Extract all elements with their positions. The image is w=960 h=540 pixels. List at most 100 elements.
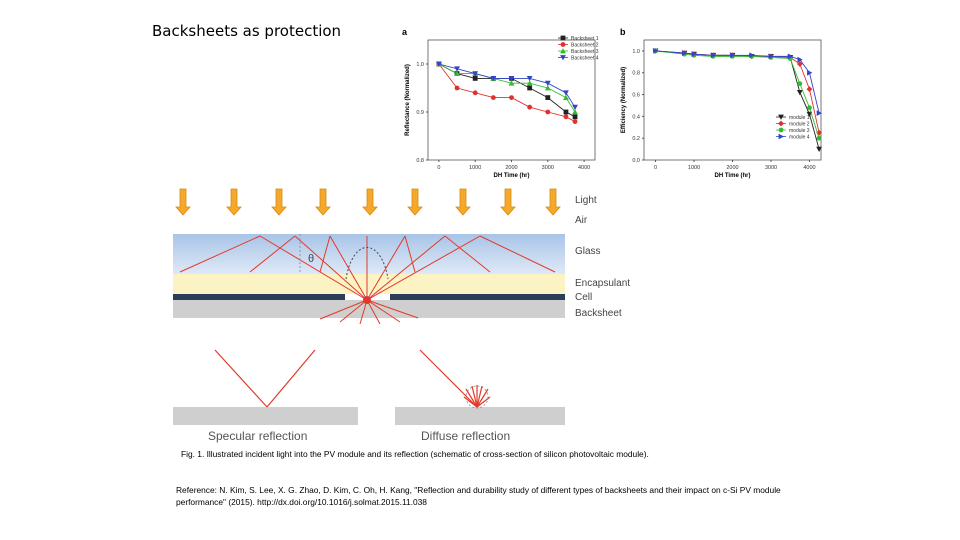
specular-rays	[214, 349, 316, 408]
data-point	[563, 94, 569, 100]
data-point	[527, 85, 533, 91]
legend-label: module 1	[789, 115, 810, 121]
arrow-icon	[545, 188, 561, 216]
legend-label: module 2	[789, 122, 810, 128]
x-tick-label: 1000	[688, 165, 700, 171]
data-point	[472, 76, 478, 81]
figure-caption: Fig. 1. Illustrated incident light into …	[181, 449, 649, 459]
legend-label: Backsheet 1	[571, 36, 599, 42]
legend-marker	[778, 133, 784, 140]
label-cell: Cell	[575, 292, 593, 303]
y-tick-label: 0.0	[632, 158, 640, 164]
data-point	[509, 95, 514, 100]
arrow-icon	[362, 188, 378, 216]
data-point	[787, 53, 794, 60]
data-point	[816, 110, 822, 116]
data-point	[508, 80, 515, 86]
data-point	[490, 76, 497, 82]
x-axis-label: DH Time (hr)	[715, 173, 751, 179]
encapsulant-layer	[173, 274, 565, 294]
data-point	[572, 114, 578, 120]
data-point	[797, 56, 803, 63]
data-point	[508, 76, 515, 82]
slide-title: Backsheets as protection	[152, 22, 342, 40]
legend-marker	[560, 42, 566, 47]
data-point	[472, 71, 479, 77]
data-point	[682, 50, 688, 56]
label-backsheet: Backsheet	[575, 308, 622, 319]
data-point	[653, 48, 659, 54]
x-tick-label: 3000	[765, 165, 777, 171]
panel-b-letter: b	[620, 27, 626, 37]
x-tick-label: 1000	[469, 165, 481, 171]
y-tick-label: 1.0	[632, 49, 640, 55]
hemisphere-outline	[345, 246, 389, 280]
y-axis-label: Efficiency (Normalized)	[621, 67, 627, 133]
x-tick-label: 4000	[578, 165, 590, 171]
data-point	[526, 80, 533, 86]
label-light: Light	[575, 195, 597, 206]
data-point	[472, 90, 478, 96]
label-encapsulant: Encapsulant	[575, 278, 631, 289]
reflection-rays	[179, 235, 556, 324]
diffuse-surface	[395, 407, 565, 425]
data-point	[807, 105, 812, 111]
data-point	[710, 52, 717, 59]
data-point	[796, 61, 803, 67]
data-point	[816, 129, 822, 136]
data-point	[572, 119, 578, 124]
data-point	[544, 85, 551, 91]
x-tick-label: 2000	[726, 165, 738, 171]
data-point	[691, 51, 697, 58]
data-point	[572, 109, 578, 115]
cell-layer-right	[390, 294, 565, 300]
data-point	[563, 114, 569, 120]
legend-label: module 3	[789, 128, 810, 134]
specular-surface	[173, 407, 358, 425]
x-tick-label: 4000	[803, 165, 815, 171]
legend-marker	[778, 120, 784, 127]
data-point	[563, 109, 569, 115]
backsheet-layer	[173, 300, 565, 318]
data-point	[454, 66, 460, 72]
pv-module-cross-section-diagram: θ	[173, 188, 565, 324]
legend-label: module 4	[789, 135, 810, 141]
x-tick-label: 0	[437, 165, 440, 171]
data-point	[572, 104, 578, 111]
data-point	[816, 146, 822, 152]
reflection-types-diagram	[173, 349, 565, 425]
legend-marker	[560, 55, 566, 61]
legend-marker	[560, 35, 566, 41]
y-tick-label: 0.9	[416, 110, 424, 116]
data-point	[544, 80, 551, 87]
data-point	[545, 95, 551, 100]
y-tick-label: 0.8	[632, 71, 640, 77]
data-point	[797, 81, 803, 87]
y-tick-label: 1.0	[416, 62, 424, 68]
y-tick-label: 0.6	[632, 93, 640, 99]
legend-marker	[778, 127, 784, 133]
data-point	[749, 52, 755, 59]
legend-label: Backsheet 3	[571, 49, 599, 55]
arrow-icon	[175, 188, 191, 216]
y-tick-label: 0.8	[416, 158, 424, 164]
cell-layer-left	[173, 294, 345, 300]
data-point	[454, 85, 460, 91]
y-tick-label: 0.4	[632, 114, 640, 120]
data-point	[545, 109, 551, 115]
legend-marker	[560, 48, 566, 54]
data-point	[454, 70, 460, 76]
legend-marker	[778, 114, 784, 120]
arrow-icon	[500, 188, 516, 216]
y-axis-label: Reflectance (Normalized)	[405, 64, 411, 136]
diffuse-reflection-label: Diffuse reflection	[421, 429, 511, 443]
x-tick-label: 0	[654, 165, 657, 171]
arrow-icon	[271, 188, 287, 216]
diffuse-rays	[419, 349, 491, 409]
x-axis-label: DH Time (hr)	[494, 173, 530, 179]
data-point	[816, 135, 822, 141]
legend-label: Backsheet 2	[571, 43, 599, 49]
data-point	[768, 53, 774, 60]
